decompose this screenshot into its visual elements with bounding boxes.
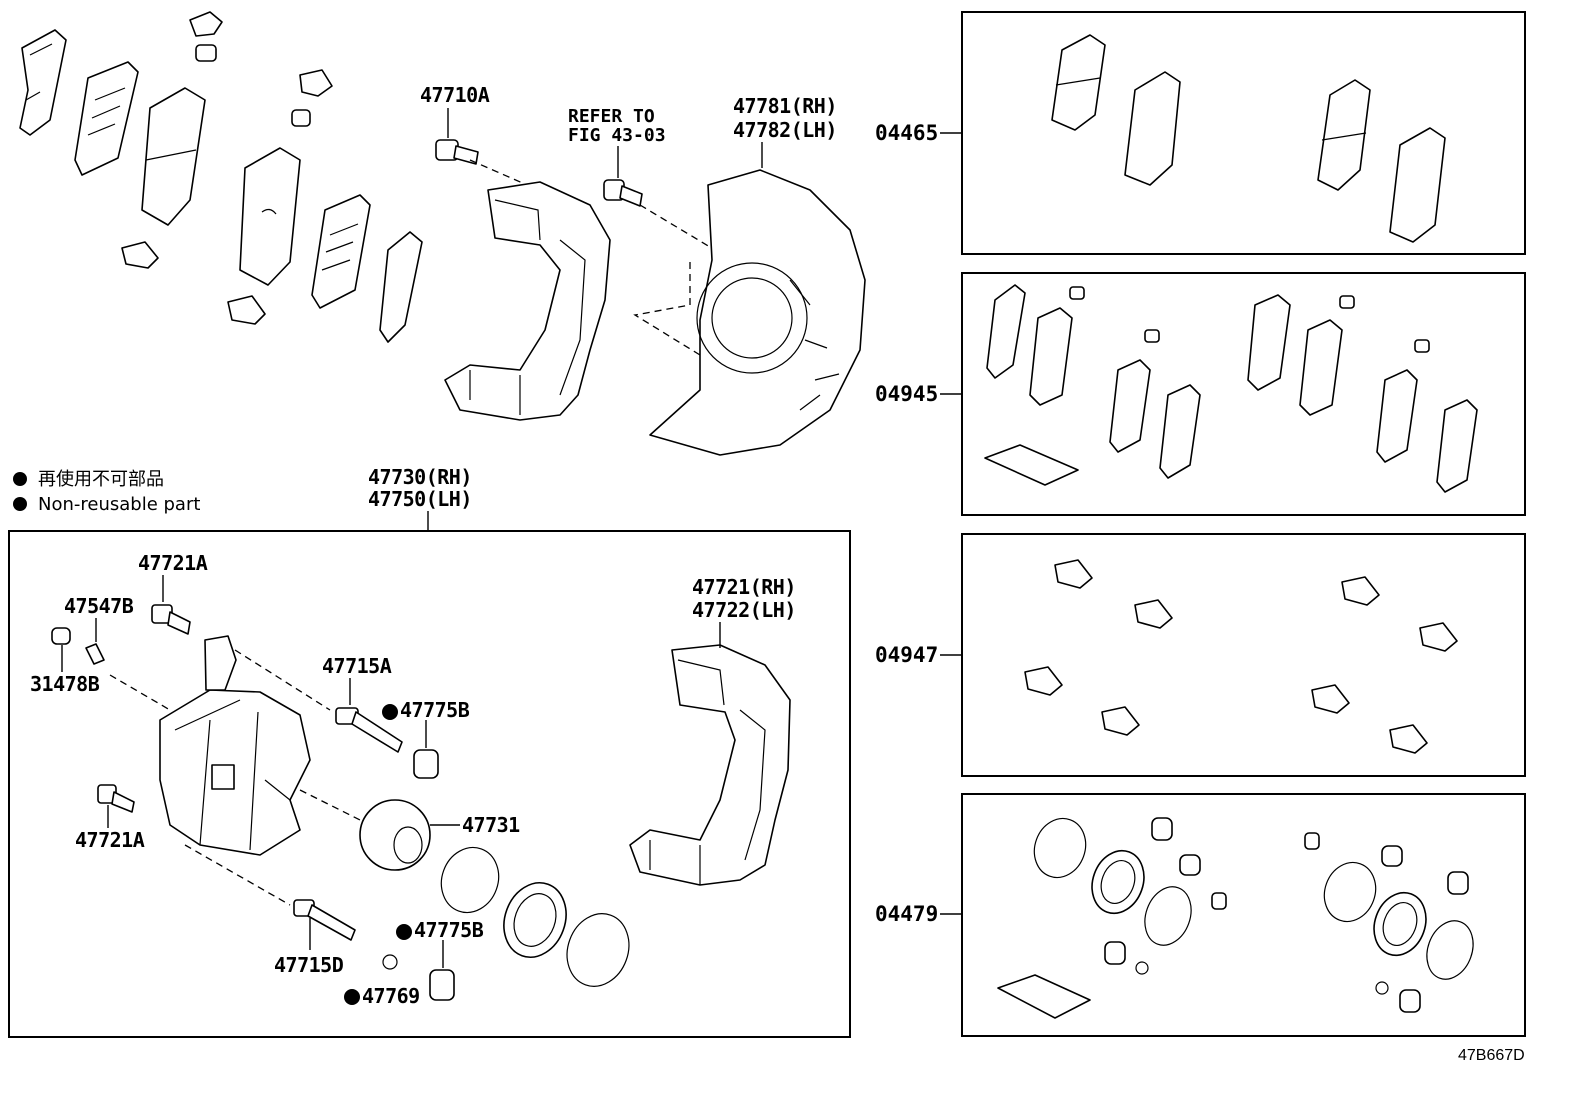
legend: [13, 472, 27, 511]
non-reusable-dot-icon: [13, 472, 27, 486]
label-47721a-top: 47721A: [138, 551, 208, 575]
caliper-bracket-assy-illustration: [629, 622, 791, 886]
bolt-47710a-illustration: [435, 108, 551, 196]
label-47775b-top: 47775B: [400, 698, 470, 722]
non-reusable-dot-icon: [344, 989, 360, 1005]
label-47721a-bottom: 47721A: [75, 828, 145, 852]
label-47782: 47782(LH): [733, 118, 837, 142]
label-31478b: 31478B: [30, 672, 100, 696]
label-47715a: 47715A: [322, 654, 392, 678]
kit-04947-clips-illustration: [1024, 559, 1458, 754]
label-47721: 47721(RH): [692, 575, 796, 599]
kit-04945-shims-illustration: [984, 284, 1478, 493]
kit-04479-seals-illustration: [997, 817, 1474, 1019]
brake-pad-set-illustration: [19, 11, 423, 343]
non-reusable-dot-icon: [382, 704, 398, 720]
kit-label-04465: 04465: [875, 121, 938, 145]
kit-box-04465: [961, 11, 1526, 255]
label-47547b: 47547B: [64, 594, 134, 618]
label-47775b-bottom: 47775B: [414, 918, 484, 942]
bolt-refer-illustration: [603, 146, 736, 356]
label-47781: 47781(RH): [733, 94, 837, 118]
diagram-code: 47B667D: [1458, 1047, 1525, 1064]
label-47769: 47769: [362, 984, 420, 1008]
label-47731: 47731: [462, 813, 520, 837]
label-refer-line1: REFER TO: [568, 106, 655, 127]
kit-box-04947: [961, 533, 1526, 777]
caliper-body-illustration: [109, 635, 361, 906]
kit-label-04945: 04945: [875, 382, 938, 406]
label-47750: 47750(LH): [368, 487, 472, 511]
label-47715d: 47715D: [274, 953, 344, 977]
disc-dust-cover-illustration: [649, 142, 866, 456]
caliper-assembly-box: [8, 530, 851, 1038]
non-reusable-dot-icon: [13, 497, 27, 511]
kit-label-04479: 04479: [875, 902, 938, 926]
legend-en-text: Non-reusable part: [38, 494, 200, 515]
legend-jp-text: 再使用不可部品: [38, 469, 164, 490]
label-refer-line2: FIG 43-03: [568, 125, 666, 146]
kit-label-04947: 04947: [875, 643, 938, 667]
kit-04465-pads-illustration: [1051, 34, 1446, 243]
label-47710a: 47710A: [420, 83, 490, 107]
kit-box-04479: [961, 793, 1526, 1037]
non-reusable-dot-icon: [396, 924, 412, 940]
label-47722: 47722(LH): [692, 598, 796, 622]
assembly-small-parts-illustration: [51, 575, 455, 1001]
caliper-mounting-bracket-illustration: [444, 181, 611, 421]
piston-and-seals-illustration: [359, 799, 630, 987]
label-47730: 47730(RH): [368, 465, 472, 489]
